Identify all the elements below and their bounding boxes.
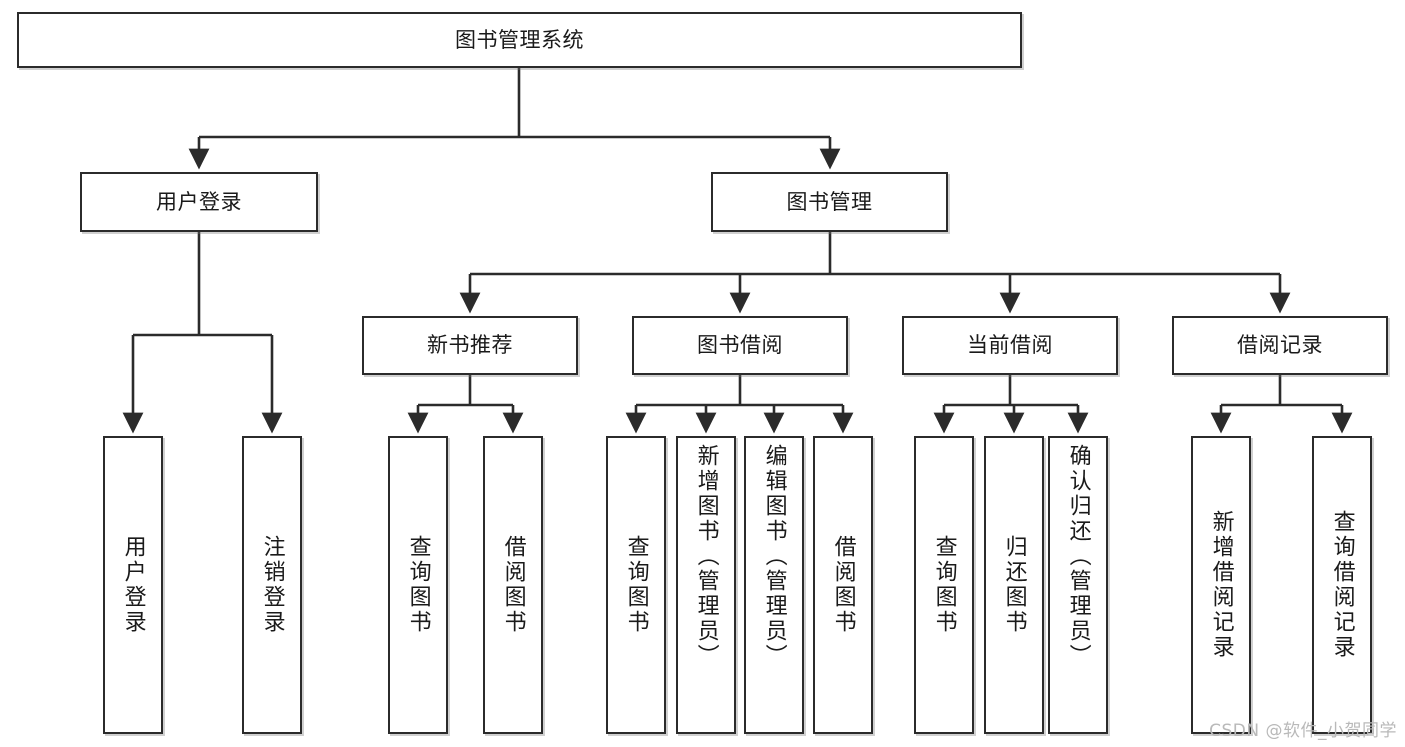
node-leaf-logout-login-label: 注销登录 [259,535,285,635]
node-book-manage[interactable]: 图书管理 [711,172,948,232]
node-current-borrow[interactable]: 当前借阅 [902,316,1118,375]
node-leaf-add-book[interactable]: 新增图书（管理员） [676,436,736,734]
node-user-login[interactable]: 用户登录 [80,172,318,232]
csdn-watermark: CSDN @软件_小贺同学 [1209,721,1397,741]
node-leaf-query-book-1-label: 查询图书 [405,535,431,635]
node-leaf-edit-book[interactable]: 编辑图书（管理员） [744,436,804,734]
node-leaf-query-book-1[interactable]: 查询图书 [388,436,448,734]
node-root[interactable]: 图书管理系统 [17,12,1022,68]
node-leaf-add-record[interactable]: 新增借阅记录 [1191,436,1251,734]
node-current-borrow-label: 当前借阅 [967,333,1053,358]
node-leaf-borrow-book-1-label: 借阅图书 [500,535,526,635]
node-leaf-user-login-label: 用户登录 [120,535,146,635]
node-leaf-query-record-label: 查询借阅记录 [1329,510,1355,660]
node-user-login-label: 用户登录 [156,189,242,214]
node-leaf-confirm-return-label: 确认归还（管理员） [1065,444,1091,669]
node-book-manage-label: 图书管理 [786,189,873,214]
node-leaf-edit-book-label: 编辑图书（管理员） [761,444,787,669]
node-leaf-query-book-3[interactable]: 查询图书 [914,436,974,734]
node-book-borrow-label: 图书借阅 [697,333,783,358]
node-borrow-record[interactable]: 借阅记录 [1172,316,1388,375]
node-leaf-query-book-2-label: 查询图书 [623,535,649,635]
node-leaf-add-record-label: 新增借阅记录 [1208,510,1234,660]
node-borrow-record-label: 借阅记录 [1237,333,1323,358]
node-new-book-recommend[interactable]: 新书推荐 [362,316,578,375]
node-leaf-return-book-label: 归还图书 [1001,535,1027,635]
node-leaf-query-record[interactable]: 查询借阅记录 [1312,436,1372,734]
node-leaf-query-book-2[interactable]: 查询图书 [606,436,666,734]
node-leaf-confirm-return[interactable]: 确认归还（管理员） [1048,436,1108,734]
node-leaf-query-book-3-label: 查询图书 [931,535,957,635]
node-leaf-borrow-book-2[interactable]: 借阅图书 [813,436,873,734]
node-leaf-return-book[interactable]: 归还图书 [984,436,1044,734]
node-root-label: 图书管理系统 [455,27,584,52]
node-leaf-borrow-book-2-label: 借阅图书 [830,535,856,635]
node-leaf-borrow-book-1[interactable]: 借阅图书 [483,436,543,734]
node-leaf-user-login[interactable]: 用户登录 [103,436,163,734]
node-new-book-recommend-label: 新书推荐 [427,333,513,358]
node-leaf-logout-login[interactable]: 注销登录 [242,436,302,734]
node-book-borrow[interactable]: 图书借阅 [632,316,848,375]
node-leaf-add-book-label: 新增图书（管理员） [693,444,719,669]
